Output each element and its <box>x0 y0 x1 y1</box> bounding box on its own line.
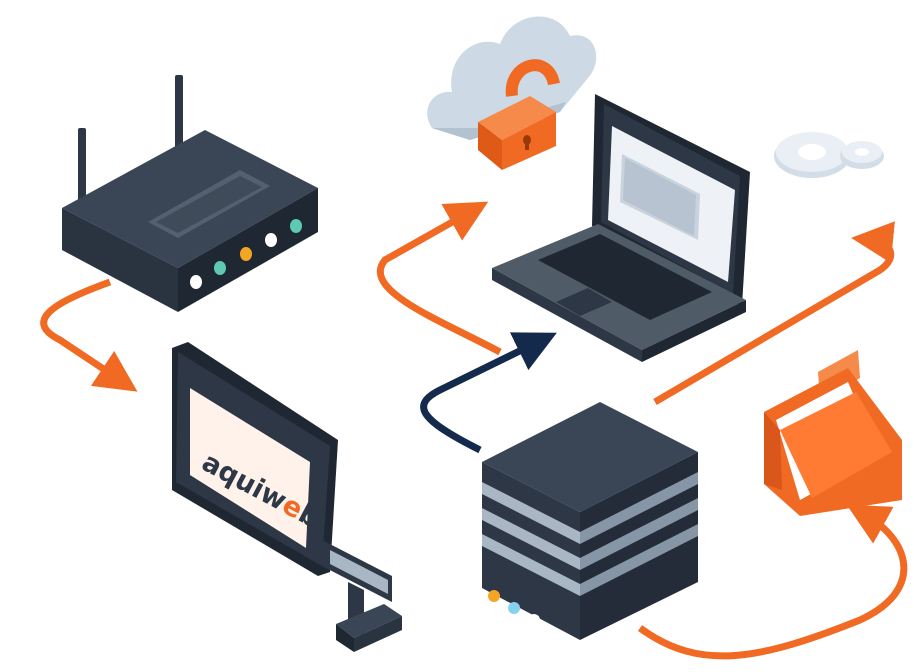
router-icon <box>62 75 318 312</box>
arrow-server-to-folder <box>637 504 908 660</box>
gears-icon <box>774 132 884 178</box>
arrow-server-to-gears <box>653 221 895 406</box>
arrow-server-to-cloud <box>376 201 502 356</box>
arrow-router-to-display <box>40 278 138 392</box>
arrow-server-to-laptop <box>420 332 557 454</box>
cloud-lock-icon <box>427 16 597 170</box>
server-icon <box>482 402 698 640</box>
display-monitor-icon <box>172 342 402 652</box>
folder-icon <box>764 350 902 516</box>
laptop-icon <box>492 94 750 362</box>
connector-arrows <box>40 201 908 660</box>
